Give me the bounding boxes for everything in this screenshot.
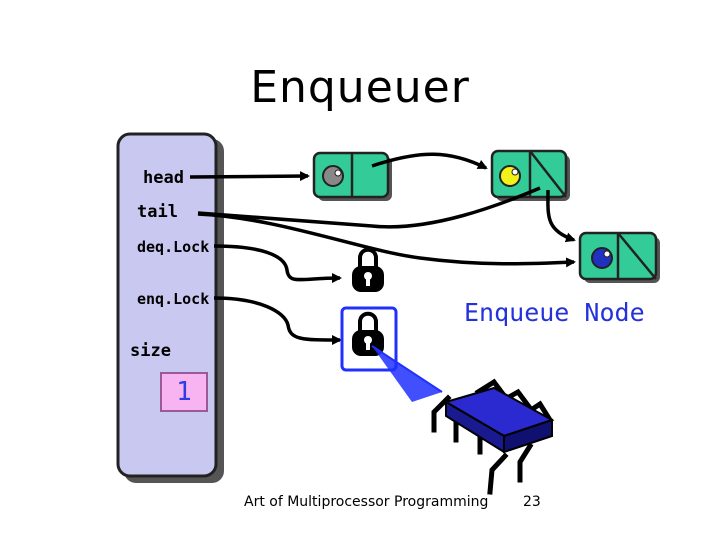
sentinel-node	[312, 151, 392, 201]
footer-text: Art of Multiprocessor Programming	[244, 494, 489, 510]
node-2	[490, 149, 570, 201]
tail-pointer-arrow-old	[197, 186, 541, 229]
microchip-icon	[431, 378, 555, 495]
head-field-label: head	[143, 168, 184, 188]
node-value-dot	[322, 165, 344, 187]
enqueue-node-label: Enqueue Node	[464, 298, 645, 327]
size-field-label: size	[130, 341, 171, 361]
padlock-closed-icon	[352, 247, 384, 292]
node-3	[578, 231, 660, 283]
sentinel-next-arrow	[371, 152, 488, 170]
lock-holder-callout	[372, 346, 442, 402]
node-value-dot	[591, 247, 613, 269]
deqlock-pointer-arrow	[213, 244, 342, 284]
deqlock-field-label: deq.Lock	[137, 238, 210, 256]
slide-title: Enqueuer	[250, 62, 470, 113]
node2-next-arrow	[546, 189, 576, 243]
size-value-box: 1	[160, 372, 208, 412]
tail-field-label: tail	[137, 202, 178, 222]
page-number: 23	[523, 494, 541, 510]
node-value-dot	[499, 165, 521, 187]
enqlock-field-label: enq.Lock	[137, 290, 210, 308]
enqlock-pointer-arrow	[213, 296, 342, 345]
tail-pointer-arrow	[197, 212, 576, 268]
head-pointer-arrow	[189, 171, 310, 182]
